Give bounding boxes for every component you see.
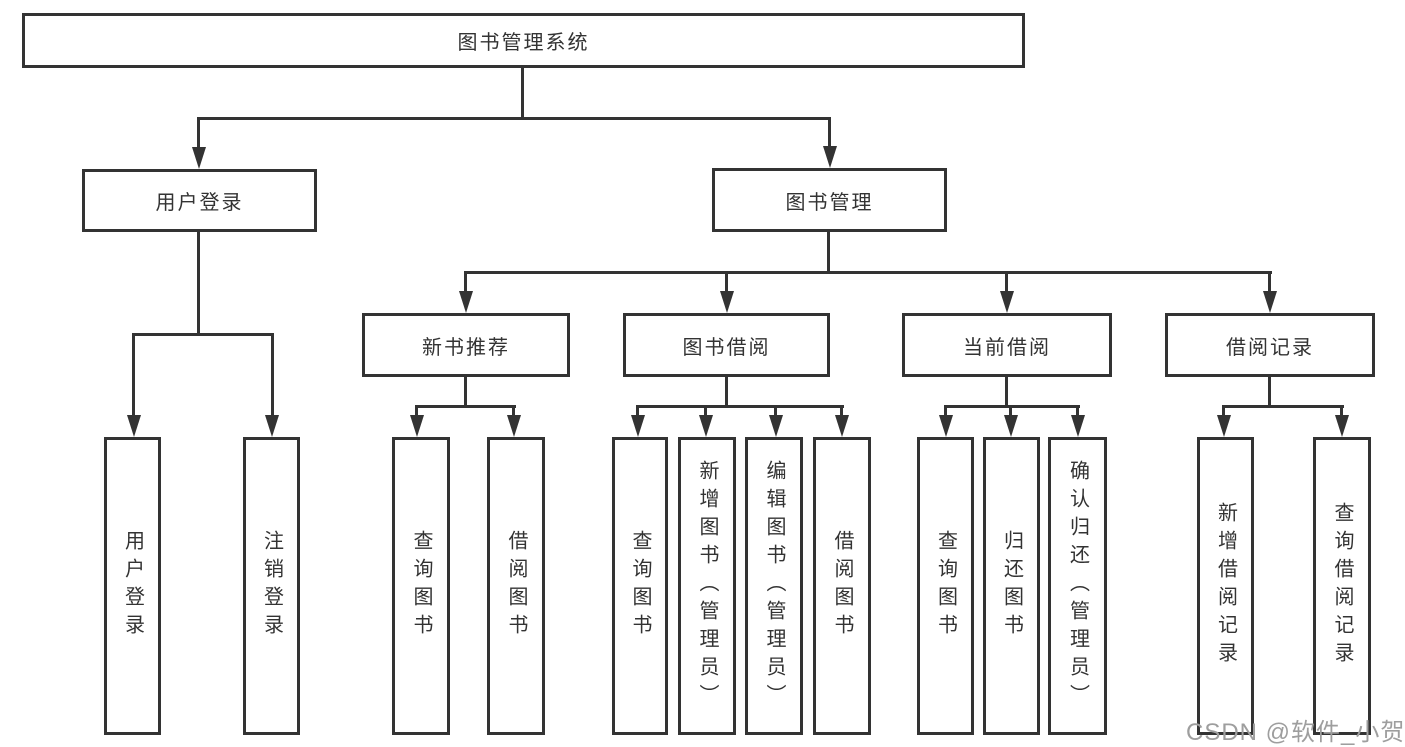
arrow-down-icon — [1217, 415, 1231, 437]
node-label: 借阅记录 — [1226, 336, 1314, 359]
arrow-down-icon — [1000, 291, 1014, 313]
leaf-query-books-borrowing: 查询图书 — [612, 437, 668, 735]
connector-current-stem — [1005, 377, 1008, 408]
arrow-down-icon — [631, 415, 645, 437]
arrow-down-icon — [769, 415, 783, 437]
connector-user-login-bar — [133, 333, 274, 336]
connector-root-stem — [521, 68, 524, 119]
leaf-label: 查询图书 — [629, 530, 651, 642]
connector-current-drop-2 — [1009, 405, 1012, 415]
connector-records-stem — [1268, 377, 1271, 408]
connector-recommend-drop-1 — [415, 405, 418, 415]
connector-borrowing-drop-4 — [840, 405, 843, 415]
leaf-label: 归还图书 — [1000, 530, 1023, 642]
leaf-query-books-recommend: 查询图书 — [392, 437, 450, 735]
connector-book-mgmt-stem — [827, 232, 830, 274]
arrow-down-icon — [699, 415, 713, 437]
leaf-label: 编辑图书（管理员） — [763, 460, 785, 712]
arrow-down-icon — [939, 415, 953, 437]
node-label: 图书借阅 — [682, 336, 771, 359]
leaf-label: 借阅图书 — [831, 530, 853, 642]
node-book-borrowing: 图书借阅 — [623, 313, 830, 377]
connector-borrowing-drop-3 — [774, 405, 777, 415]
leaf-logout: 注销登录 — [243, 437, 300, 735]
arrow-down-icon — [410, 415, 424, 437]
node-current-borrowing: 当前借阅 — [902, 313, 1112, 377]
connector-book-mgmt-drop-3 — [1005, 271, 1008, 291]
connector-borrowing-bar — [636, 405, 844, 408]
leaf-return-books: 归还图书 — [983, 437, 1040, 735]
connector-book-mgmt-bar — [465, 271, 1272, 274]
arrow-down-icon — [1071, 415, 1085, 437]
arrow-down-icon — [507, 415, 521, 437]
leaf-query-borrow-record: 查询借阅记录 — [1313, 437, 1371, 735]
leaf-add-borrow-record: 新增借阅记录 — [1197, 437, 1254, 735]
connector-book-mgmt-drop-2 — [725, 271, 728, 291]
leaf-borrow-books-recommend: 借阅图书 — [487, 437, 545, 735]
connector-root-drop-left — [197, 117, 200, 149]
leaf-query-books-current: 查询图书 — [917, 437, 974, 735]
node-label: 用户登录 — [155, 192, 244, 214]
leaf-label: 新增图书（管理员） — [696, 460, 718, 712]
arrow-down-icon — [720, 291, 734, 313]
connector-records-bar — [1222, 405, 1344, 408]
arrow-down-icon — [1004, 415, 1018, 437]
leaf-label: 查询借阅记录 — [1331, 502, 1353, 670]
arrow-down-icon — [192, 147, 206, 169]
node-borrowing-records: 借阅记录 — [1165, 313, 1375, 377]
connector-records-drop-2 — [1340, 405, 1343, 415]
leaf-confirm-return-admin: 确认归还（管理员） — [1048, 437, 1107, 735]
connector-root-drop-right — [828, 117, 831, 149]
connector-user-login-drop-2 — [271, 333, 274, 417]
leaf-edit-books-admin: 编辑图书（管理员） — [745, 437, 803, 735]
connector-recommend-stem — [464, 377, 467, 408]
connector-records-drop-1 — [1222, 405, 1225, 415]
node-label: 新书推荐 — [422, 336, 510, 359]
connector-borrowing-drop-1 — [636, 405, 639, 415]
node-library-management-system: 图书管理系统 — [22, 13, 1025, 68]
connector-current-drop-3 — [1076, 405, 1079, 415]
connector-current-drop-1 — [944, 405, 947, 415]
arrow-down-icon — [823, 146, 837, 168]
csdn-watermark: CSDN @软件_小贺同学 — [1186, 719, 1405, 746]
connector-current-bar — [944, 405, 1080, 408]
arrow-down-icon — [835, 415, 849, 437]
leaf-label: 借阅图书 — [505, 530, 527, 642]
leaf-user-login: 用户登录 — [104, 437, 161, 735]
arrow-down-icon — [459, 291, 473, 313]
node-book-management: 图书管理 — [712, 168, 947, 232]
leaf-label: 查询图书 — [410, 530, 432, 642]
connector-user-login-stem — [197, 232, 200, 336]
leaf-label: 查询图书 — [934, 530, 957, 642]
arrow-down-icon — [1335, 415, 1349, 437]
leaf-borrow-books: 借阅图书 — [813, 437, 871, 735]
connector-book-mgmt-drop-4 — [1268, 271, 1271, 291]
arrow-down-icon — [127, 415, 141, 437]
leaf-add-books-admin: 新增图书（管理员） — [678, 437, 736, 735]
connector-user-login-drop-1 — [132, 333, 135, 417]
leaf-label: 用户登录 — [121, 530, 144, 642]
connector-book-mgmt-drop-1 — [464, 271, 467, 291]
connector-recommend-drop-2 — [512, 405, 515, 415]
node-label: 图书管理系统 — [457, 32, 590, 54]
node-label: 图书管理 — [785, 191, 874, 214]
node-label: 当前借阅 — [963, 336, 1051, 359]
node-user-login: 用户登录 — [82, 169, 317, 232]
connector-root-bar — [198, 117, 831, 120]
leaf-label: 新增借阅记录 — [1214, 502, 1237, 670]
leaf-label: 确认归还（管理员） — [1066, 460, 1089, 712]
node-new-book-recommend: 新书推荐 — [362, 313, 570, 377]
connector-borrowing-stem — [725, 377, 728, 408]
leaf-label: 注销登录 — [260, 530, 283, 642]
connector-recommend-bar — [415, 405, 516, 408]
arrow-down-icon — [1263, 291, 1277, 313]
connector-borrowing-drop-2 — [704, 405, 707, 415]
arrow-down-icon — [265, 415, 279, 437]
